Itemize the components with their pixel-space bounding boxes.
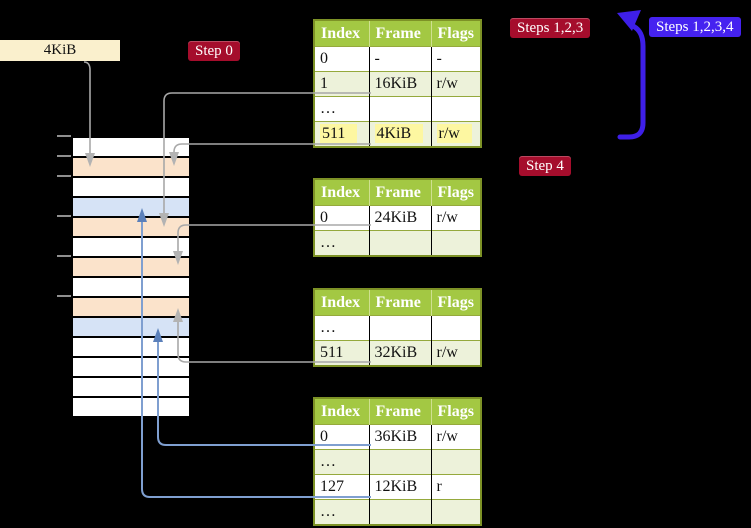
column-header-flags: Flags bbox=[430, 20, 481, 47]
table-cell: 0 bbox=[314, 205, 369, 231]
column-header-flags: Flags bbox=[430, 398, 481, 425]
table-row: … bbox=[314, 230, 481, 256]
column-header-frame: Frame bbox=[368, 20, 431, 47]
memory-frame-row-white bbox=[73, 338, 189, 358]
table-cell: 32KiB bbox=[368, 340, 431, 366]
table-cell bbox=[368, 96, 431, 122]
table-cell bbox=[430, 315, 481, 341]
column-header-flags: Flags bbox=[430, 289, 481, 316]
highlighted-value: r/w bbox=[436, 124, 472, 143]
table-cell: r/w bbox=[430, 71, 481, 97]
table-row: … bbox=[314, 96, 481, 122]
memory-frame-row-white bbox=[73, 398, 189, 416]
table-cell: 0 bbox=[314, 46, 369, 72]
table-cell bbox=[368, 315, 431, 341]
table-row: 0-- bbox=[314, 46, 481, 72]
memory-frame-row-peach bbox=[73, 258, 189, 278]
table-cell: … bbox=[314, 315, 369, 341]
table-cell: 4KiB bbox=[368, 121, 431, 147]
table-cell: … bbox=[314, 449, 369, 475]
memory-frame-row-peach bbox=[73, 158, 189, 178]
table-cell bbox=[368, 449, 431, 475]
badge-steps1234: Steps 1,2,3,4 bbox=[649, 17, 741, 37]
memory-frame-row-white bbox=[73, 238, 189, 258]
table-cell: r bbox=[430, 474, 481, 500]
column-header-flags: Flags bbox=[430, 179, 481, 206]
column-header-frame: Frame bbox=[368, 289, 431, 316]
arrow-steps1234-flow-head bbox=[617, 10, 641, 31]
table-cell: 127 bbox=[314, 474, 369, 500]
memory-frame-row-peach bbox=[73, 218, 189, 238]
page-size-label: 4KiB bbox=[0, 40, 120, 61]
table-cell: r/w bbox=[430, 424, 481, 450]
column-header-frame: Frame bbox=[368, 179, 431, 206]
column-header-index: Index bbox=[314, 289, 369, 316]
table-cell bbox=[430, 96, 481, 122]
table-cell: r/w bbox=[430, 205, 481, 231]
column-header-index: Index bbox=[314, 20, 369, 47]
memory-frame-row-white bbox=[73, 378, 189, 398]
table-cell: … bbox=[314, 230, 369, 256]
table-cell: 1 bbox=[314, 71, 369, 97]
table-cell bbox=[368, 230, 431, 256]
table-row: 511 4KiB r/w bbox=[314, 121, 481, 147]
table-cell: 511 bbox=[314, 340, 369, 366]
table-cell: 24KiB bbox=[368, 205, 431, 231]
physical-memory-column bbox=[71, 136, 191, 418]
badge-step0: Step 0 bbox=[188, 41, 240, 61]
highlighted-value: 511 bbox=[320, 124, 358, 143]
table-cell: - bbox=[430, 46, 481, 72]
memory-frame-row-white bbox=[73, 178, 189, 198]
arrow-steps1234-flow bbox=[617, 23, 646, 140]
table-cell: 12KiB bbox=[368, 474, 431, 500]
memory-tick-marks bbox=[57, 135, 71, 297]
table-cell: r/w bbox=[430, 121, 481, 147]
badge-step4: Step 4 bbox=[519, 156, 571, 176]
table-cell bbox=[368, 499, 431, 525]
highlighted-value: 4KiB bbox=[374, 124, 424, 143]
memory-frame-row-blue bbox=[73, 198, 189, 218]
memory-frame-row-blue bbox=[73, 318, 189, 338]
memory-frame-row-white bbox=[73, 138, 189, 158]
table-cell bbox=[430, 230, 481, 256]
table-cell: 0 bbox=[314, 424, 369, 450]
table-cell: 511 bbox=[314, 121, 369, 147]
memory-frame-row-white bbox=[73, 278, 189, 298]
table-cell: r/w bbox=[430, 340, 481, 366]
table-cell: … bbox=[314, 499, 369, 525]
table-cell: 16KiB bbox=[368, 71, 431, 97]
table-cell bbox=[430, 449, 481, 475]
table-cell: … bbox=[314, 96, 369, 122]
badge-steps123: Steps 1,2,3 bbox=[510, 18, 591, 38]
column-header-index: Index bbox=[314, 179, 369, 206]
memory-frame-row-peach bbox=[73, 298, 189, 318]
column-header-frame: Frame bbox=[368, 398, 431, 425]
column-header-index: Index bbox=[314, 398, 369, 425]
table-cell bbox=[430, 499, 481, 525]
memory-frame-row-white bbox=[73, 358, 189, 378]
table-cell: 36KiB bbox=[368, 424, 431, 450]
table-row: … bbox=[314, 315, 481, 341]
table-row: … bbox=[314, 499, 481, 525]
table-row: … bbox=[314, 449, 481, 475]
table-cell: - bbox=[368, 46, 431, 72]
